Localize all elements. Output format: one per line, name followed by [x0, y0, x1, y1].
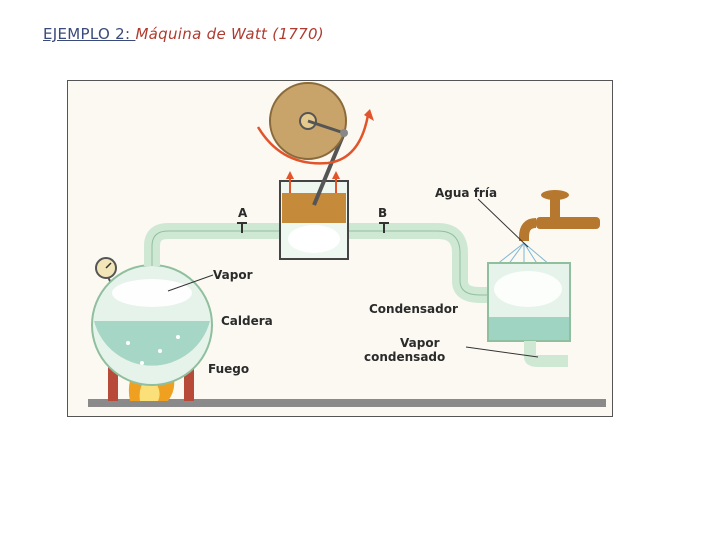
- label-agua-fria: Agua fría: [435, 186, 497, 200]
- label-vapor-condensado-line1: Vapor: [400, 336, 440, 350]
- label-fuego: Fuego: [208, 362, 249, 376]
- label-vapor: Vapor: [213, 268, 253, 282]
- piston: [282, 193, 346, 223]
- title-rest: Máquina de Watt (1770): [135, 25, 324, 43]
- piston-rod: [312, 132, 346, 206]
- leader-vapor: [167, 274, 214, 292]
- condenser: [487, 262, 571, 367]
- title-lead: EJEMPLO 2:: [43, 25, 136, 43]
- boiler-support-left: [108, 363, 118, 401]
- leader-vapor-condensado: [465, 346, 539, 358]
- label-b: B: [378, 206, 387, 220]
- pipe-right-outline: [348, 230, 488, 296]
- boiler-support-right: [184, 363, 194, 401]
- water-spray: [495, 242, 551, 266]
- boiler: [91, 264, 213, 386]
- pipe-right: [348, 223, 488, 303]
- watt-engine-diagram: A B Agua fría Vapor Caldera Fuego Conden…: [88, 82, 606, 407]
- flywheel-icon: [269, 82, 348, 160]
- faucet-icon: [519, 190, 600, 241]
- label-caldera: Caldera: [221, 314, 273, 328]
- cylinder: [279, 180, 349, 260]
- label-a: A: [238, 206, 248, 220]
- leader-agua-fria: [477, 198, 529, 248]
- floor: [88, 399, 606, 407]
- watt-engine-figure: A B Agua fría Vapor Caldera Fuego Conden…: [67, 80, 613, 417]
- pipe-left-outline: [151, 230, 280, 266]
- label-vapor-condensado-line2: condensado: [364, 350, 445, 364]
- slide-title: EJEMPLO 2: Máquina de Watt (1770): [43, 25, 324, 43]
- pipe-left: [144, 223, 280, 266]
- rotation-arrow-icon: [256, 114, 370, 165]
- label-condensador: Condensador: [369, 302, 458, 316]
